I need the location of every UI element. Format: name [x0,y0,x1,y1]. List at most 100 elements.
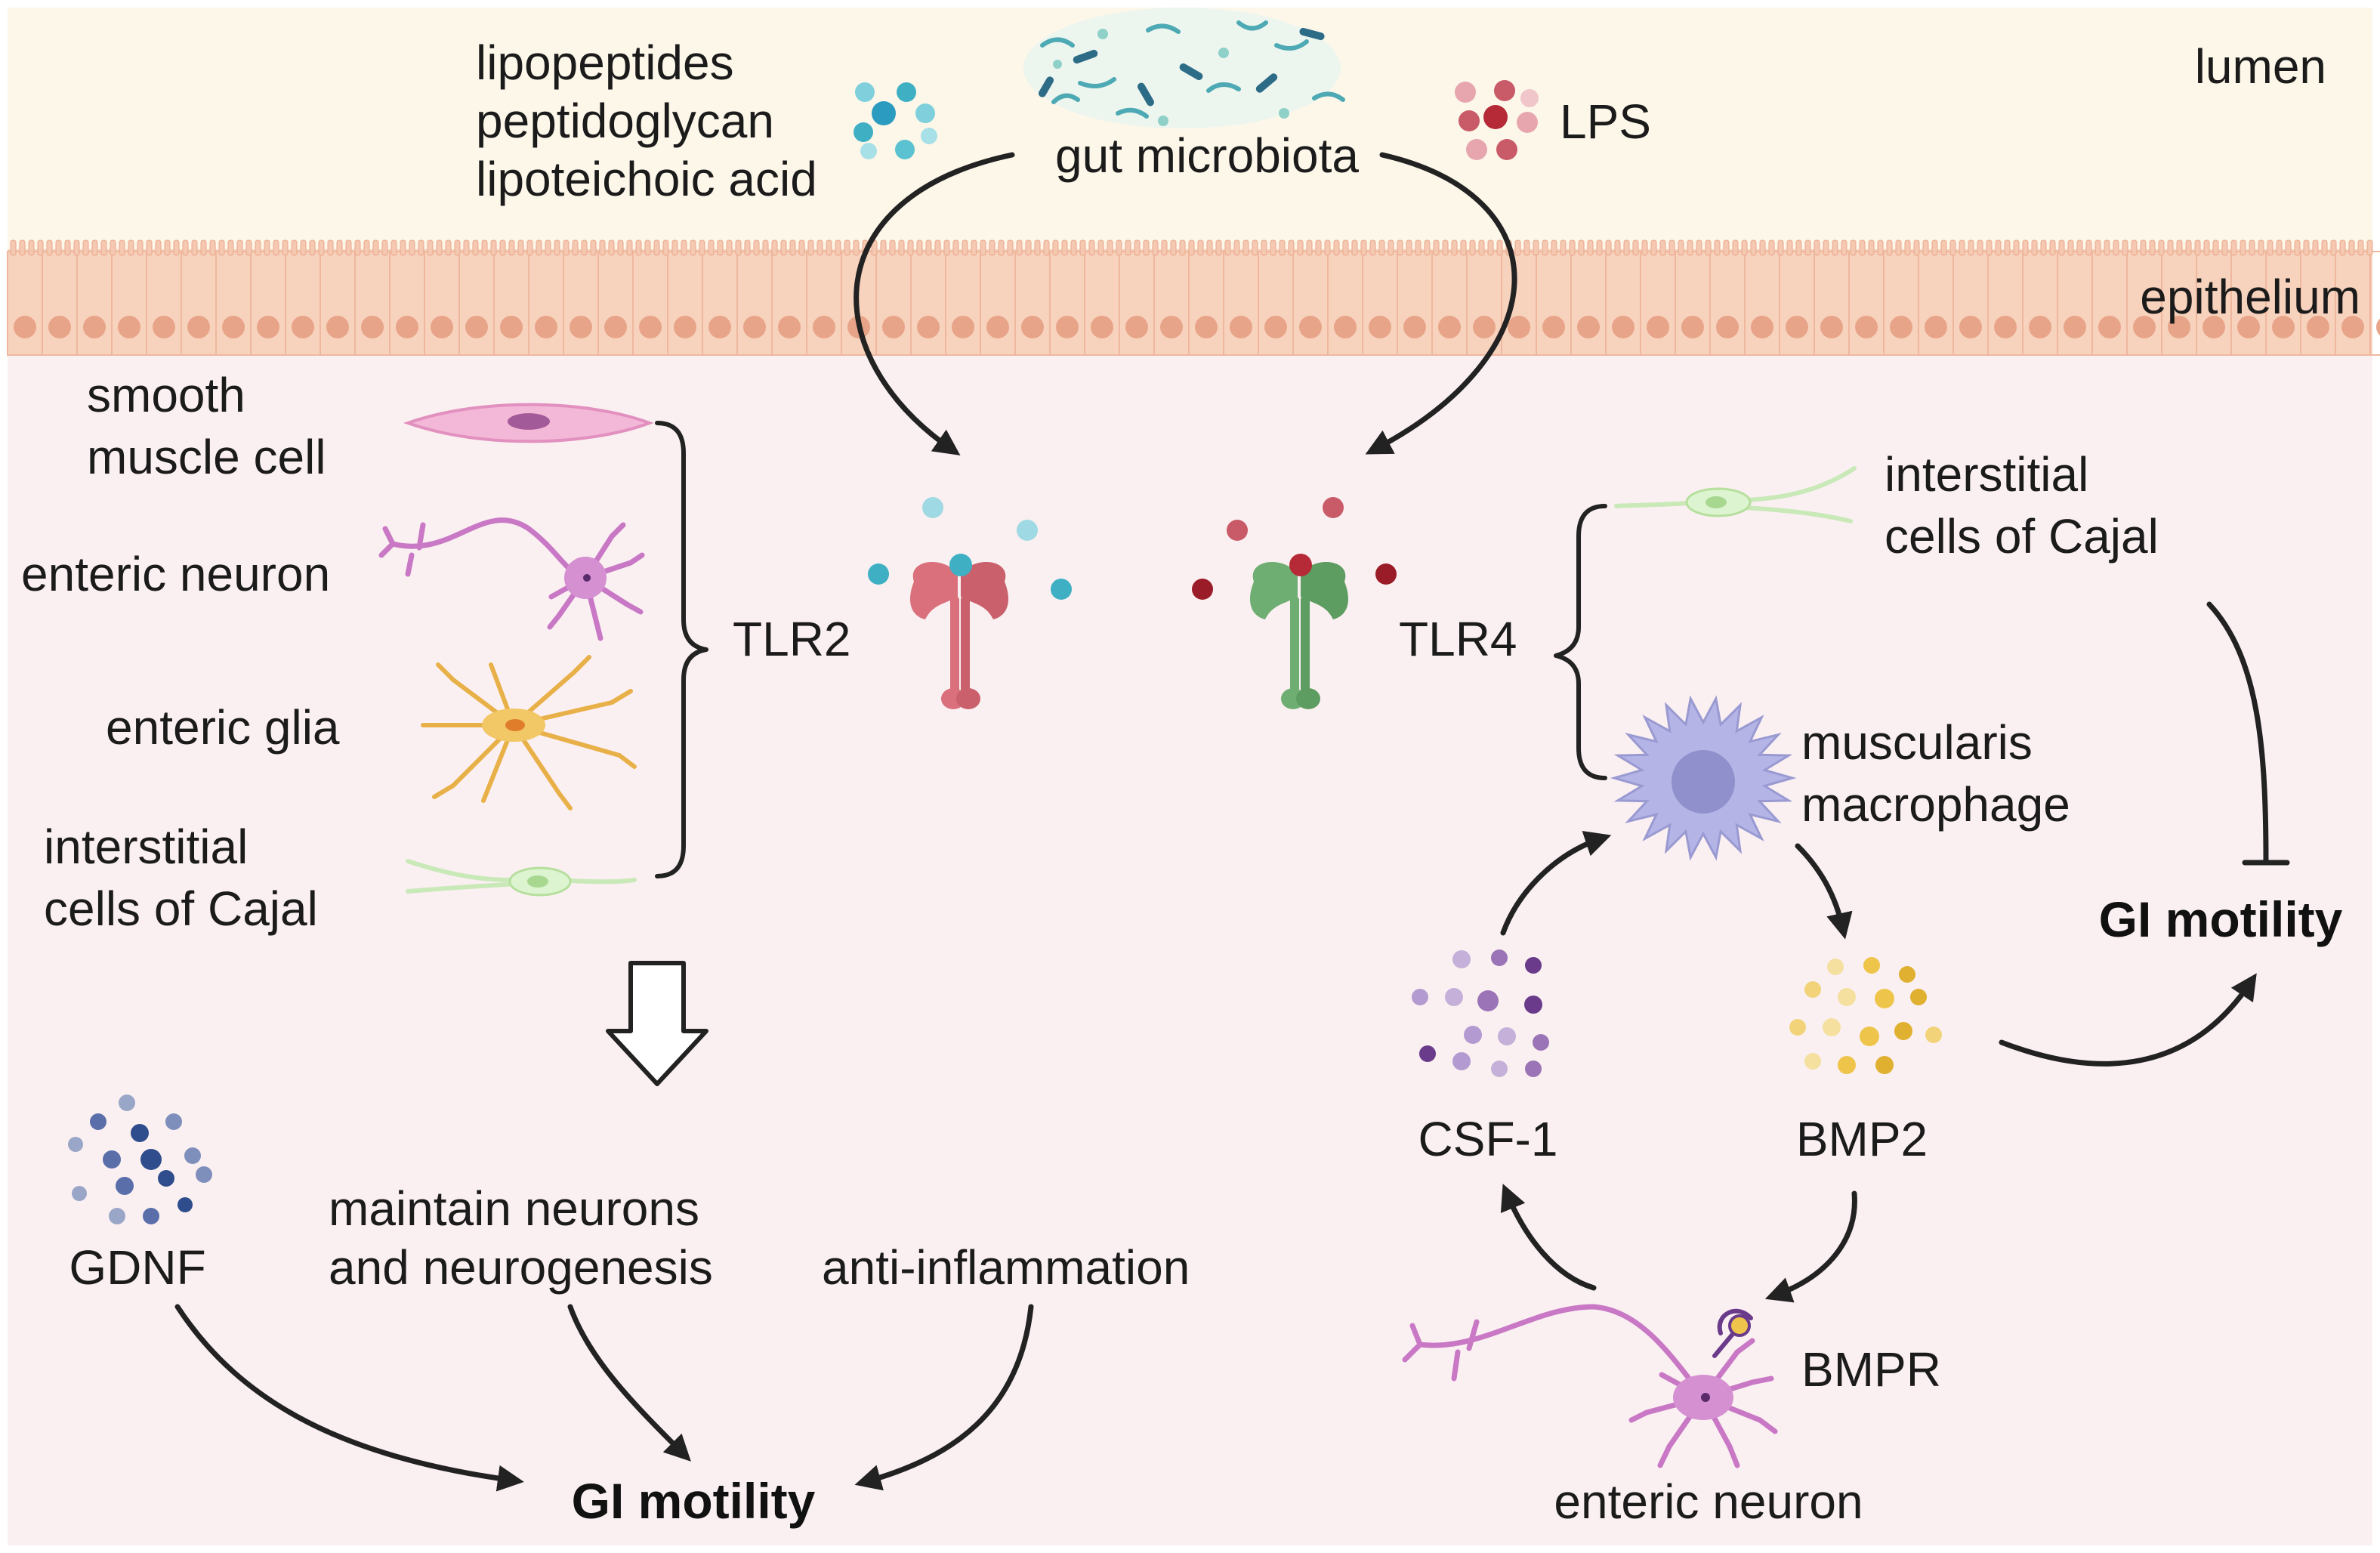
enteric-neuron-icon [378,517,645,641]
microvillus [1732,239,1739,256]
microvillus [1197,239,1204,256]
microvillus [943,239,950,256]
microvillus [55,239,62,256]
arrow-microbiota-to-tlr4 [1365,152,1517,455]
microvillus [545,239,551,256]
microvillus [2339,239,2346,256]
microvillus [1687,239,1693,256]
ligand-dot [1863,957,1880,974]
microvillus [37,239,44,256]
microvillus [191,239,198,256]
microvillus [1007,239,1014,256]
microvillus [164,239,171,256]
microvillus [1904,239,1911,256]
microvillus [744,239,751,256]
epithelial-nucleus [1786,316,1808,338]
microvillus [971,239,977,256]
microvillus [1297,239,1304,256]
microvillus [1288,239,1295,256]
microvillus [708,239,715,256]
microvillus [2149,239,2156,256]
microvillus [218,239,225,256]
microvillus [1442,239,1449,256]
ligand-dot [1789,1019,1806,1036]
microvillus [28,239,35,256]
epithelial-nucleus [118,316,140,338]
arrow-anti-inflammation-to-gi-motility [854,1304,1034,1491]
microvillus [1206,239,1213,256]
microvillus [998,239,1005,256]
microvillus [563,239,570,256]
microvillus [1913,239,1920,256]
microvillus [1714,239,1721,256]
epithelium-band [8,249,2372,355]
microvillus [554,239,560,256]
microvillus [1233,239,1240,256]
ligand-dot [1419,1045,1436,1062]
microvillus [282,239,289,256]
microvillus [1759,239,1766,256]
microvillus [1931,239,1938,256]
icc-right-label-line1: interstitial [1885,447,2088,502]
microvillus [182,239,189,256]
gut-microbiota-label: gut microbiota [1055,128,1359,183]
microvillus [1659,239,1666,256]
microvillus [1723,239,1730,256]
microvillus [1741,239,1748,256]
microvillus [1079,239,1086,256]
microvillus [1623,239,1630,256]
microvillus [2067,239,2074,256]
epithelial-nucleus [2168,316,2190,338]
microvillus [2330,239,2337,256]
microvillus [318,239,325,256]
epithelial-nucleus [222,316,245,338]
ligand-dot [72,1186,87,1201]
microvillus [1487,239,1494,256]
ligand-dot [140,1149,162,1170]
smooth-muscle-label-line2: muscle cell [87,430,326,484]
microvillus [1324,239,1331,256]
microvillus [2212,239,2219,256]
inhibition-icc-to-gi-motility [2206,601,2269,864]
microvillus [1995,239,2002,256]
epithelial-nucleus [1820,316,1843,338]
epithelial-nucleus [1195,316,1218,338]
microvillus [2221,239,2228,256]
microvillus [1795,239,1802,256]
gdnf-label: GDNF [69,1240,205,1295]
epithelial-nucleus [1125,316,1148,338]
bmpr-label: BMPR [1801,1342,1941,1397]
microvillus [445,239,452,256]
epithelial-nucleus [952,316,974,338]
microvillus [989,239,996,256]
microvillus [1877,239,1884,256]
microvillus [490,239,497,256]
epithelial-nucleus [48,316,71,338]
microvillus [2194,239,2201,256]
microvillus [1977,239,1983,256]
microvillus [1542,239,1548,256]
microvillus [409,239,415,256]
microvillus [572,239,579,256]
microvillus [2321,239,2328,256]
microvillus [390,239,397,256]
microvillus [1814,239,1820,256]
microvillus [2258,239,2264,256]
bmp2-label: BMP2 [1796,1112,1928,1166]
microvillus [608,239,615,256]
microvillus [835,239,841,256]
epithelial-nucleus [1855,316,1878,338]
epithelial-nucleus [882,316,905,338]
tlr2-receptor-icon [868,497,1072,709]
microvillus [1868,239,1875,256]
microvillus [499,239,506,256]
ligand-dot [1525,1061,1542,1077]
epithelial-cell [2369,251,2380,356]
microvillus [726,239,733,256]
epithelial-nucleus [1959,316,1982,338]
epithelial-nucleus [361,316,384,338]
ligand-dot [1875,989,1894,1008]
microvillus [1496,239,1503,256]
epithelial-nucleus [1542,316,1565,338]
